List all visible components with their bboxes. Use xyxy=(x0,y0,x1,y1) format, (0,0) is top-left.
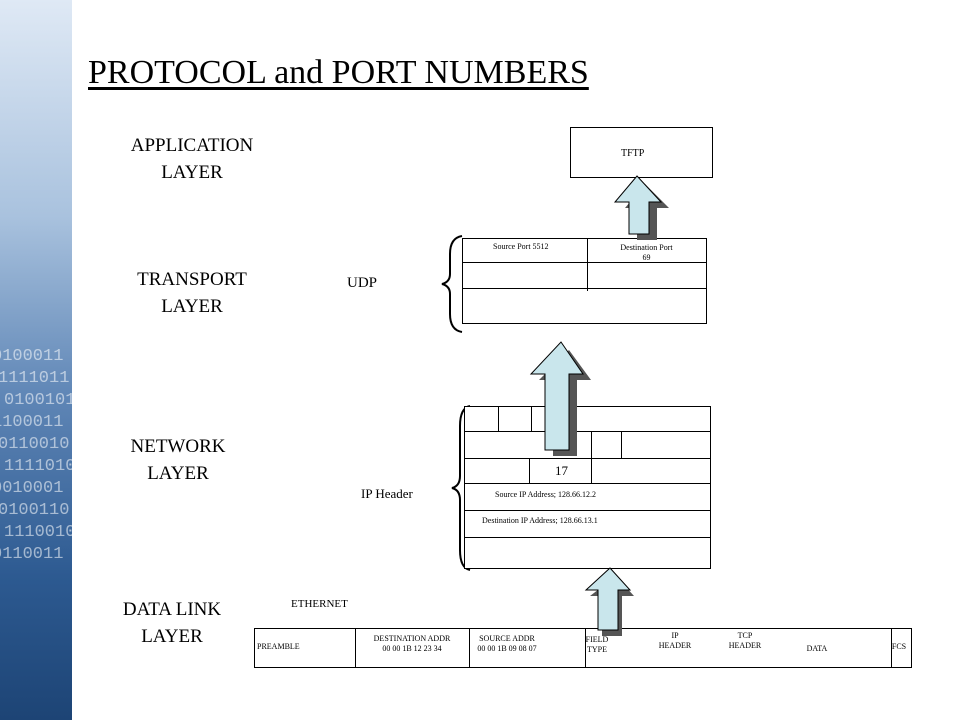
ethernet-field: FIELD TYPE xyxy=(575,635,619,655)
ethernet-label: ETHERNET xyxy=(291,598,348,610)
binary-digit-row: 1111010 xyxy=(4,457,72,476)
tftp-box: TFTP xyxy=(570,127,713,178)
divider xyxy=(621,431,622,458)
divider xyxy=(498,407,499,431)
layer-label-line: LAYER xyxy=(161,296,223,317)
tftp-label: TFTP xyxy=(621,148,645,159)
ethernet-field: IP HEADER xyxy=(647,631,703,651)
divider xyxy=(591,458,592,483)
field-line: PREAMBLE xyxy=(257,642,300,651)
ethernet-field: PREAMBLE xyxy=(257,642,317,652)
destination-ip-label: Destination IP Address; 128.66.13.1 xyxy=(482,516,598,525)
field-line: 00 00 1B 12 23 34 xyxy=(382,644,442,653)
binary-digit-row: 0100011 xyxy=(0,347,63,366)
source-port-label: Source Port 5512 xyxy=(493,242,549,251)
source-ip-label: Source IP Address; 128.66.12.2 xyxy=(495,490,597,499)
protocol-number: 17 xyxy=(555,463,568,478)
field-line: IP xyxy=(671,631,679,640)
divider xyxy=(891,629,892,667)
layer-label-line: LAYER xyxy=(141,626,203,647)
field-line: DATA xyxy=(806,644,828,653)
ip-header-label: IP Header xyxy=(361,486,413,501)
divider xyxy=(469,629,470,667)
udp-header-box: Source Port 5512 Destination Port 69 xyxy=(462,238,707,324)
ethernet-field: DESTINATION ADDR 00 00 1B 12 23 34 xyxy=(355,634,469,654)
divider xyxy=(531,407,532,431)
page-title: PROTOCOL and PORT NUMBERS xyxy=(88,54,589,91)
divider xyxy=(465,458,710,459)
divider xyxy=(465,510,710,511)
application-layer-label: APPLICATION LAYER xyxy=(92,132,292,186)
ethernet-field: FCS xyxy=(887,642,911,652)
field-line: TYPE xyxy=(587,645,607,654)
ethernet-field: SOURCE ADDR 00 00 1B 09 08 07 xyxy=(469,634,545,654)
ip-header-box: 17 Source IP Address; 128.66.12.2 Destin… xyxy=(464,406,711,569)
up-arrow-icon xyxy=(584,567,634,636)
layer-label-line: DATA LINK xyxy=(122,599,222,620)
ethernet-frame-box: PREAMBLE DESTINATION ADDR 00 00 1B 12 23… xyxy=(254,628,912,668)
udp-label: UDP xyxy=(347,275,378,291)
field-line: TCP xyxy=(737,631,753,640)
transport-layer-label: TRANSPORT LAYER xyxy=(92,266,292,320)
divider xyxy=(529,458,530,483)
datalink-layer-label: DATA LINK LAYER xyxy=(72,596,272,650)
binary-digit-row: 1110010 xyxy=(4,523,72,542)
layer-label-line: LAYER xyxy=(161,162,223,183)
field-line: DESTINATION ADDR xyxy=(373,634,451,643)
field-line: 00 00 1B 09 08 07 xyxy=(477,644,537,653)
binary-digit-row: 0110010 xyxy=(0,435,69,454)
divider xyxy=(591,431,592,458)
divider xyxy=(585,629,586,667)
field-line: FCS xyxy=(891,642,907,651)
binary-digit-row: 1111011 xyxy=(0,369,69,388)
ethernet-field: TCP HEADER xyxy=(717,631,773,651)
destination-port-line: Destination Port xyxy=(620,243,673,252)
binary-digit-row: 0100110 xyxy=(0,501,69,520)
field-line: SOURCE ADDR xyxy=(479,634,535,643)
divider xyxy=(465,537,710,538)
layer-label-line: APPLICATION xyxy=(130,135,254,156)
divider xyxy=(587,239,588,291)
udp-brace xyxy=(441,235,463,333)
up-arrow-icon xyxy=(613,175,669,240)
layer-label-line: TRANSPORT xyxy=(137,269,247,290)
layer-label-line: NETWORK xyxy=(130,436,226,457)
divider xyxy=(463,262,706,263)
layer-label-line: LAYER xyxy=(147,463,209,484)
divider xyxy=(463,288,706,289)
destination-port-label: Destination Port 69 xyxy=(587,243,706,263)
ethernet-field: DATA xyxy=(795,644,839,654)
divider xyxy=(465,431,710,432)
ip-brace xyxy=(451,405,471,571)
field-line: FIELD xyxy=(585,635,609,644)
field-line: HEADER xyxy=(658,641,692,650)
divider xyxy=(355,629,356,667)
field-line: HEADER xyxy=(728,641,762,650)
destination-port-value: 69 xyxy=(642,253,651,262)
up-arrow-icon xyxy=(529,341,591,456)
binary-digit-row: 0100101 xyxy=(4,391,72,410)
network-layer-label: NETWORK LAYER xyxy=(78,433,278,487)
divider xyxy=(465,483,710,484)
